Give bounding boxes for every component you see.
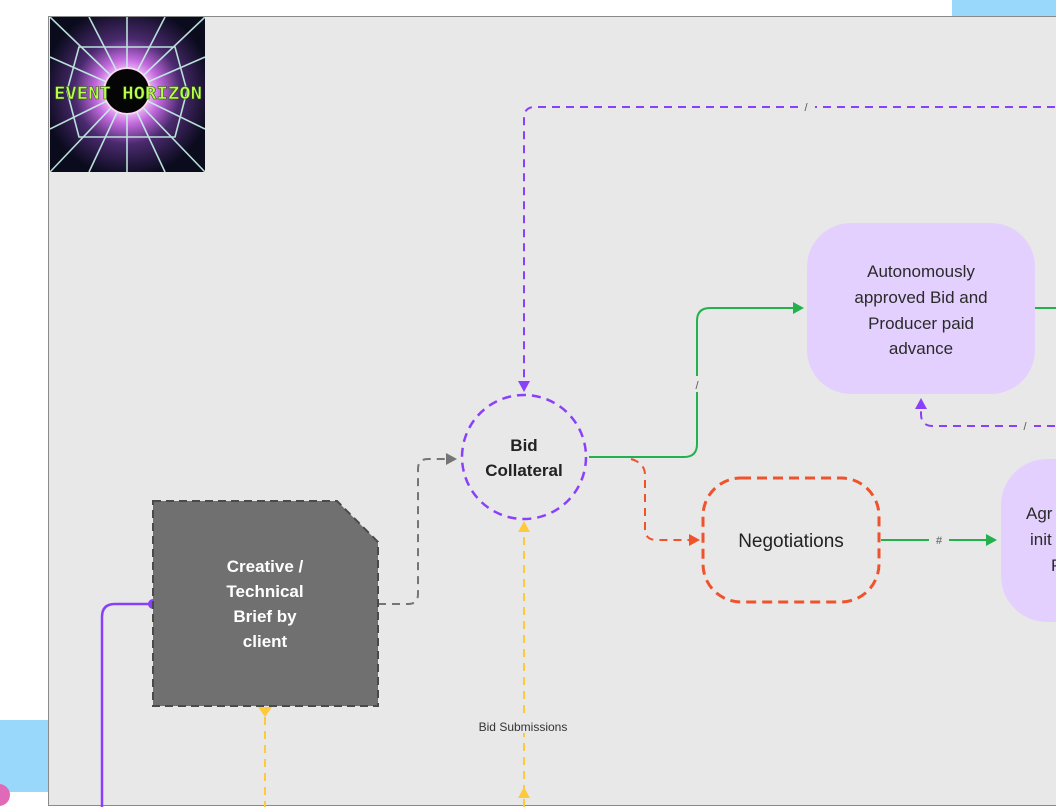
edge-bid-submissions: Bid Submissions [479,521,568,807]
node-autonomous-line1: Autonomously [867,262,975,281]
node-agreement-line3: P [1051,556,1056,575]
background-accent-top [952,0,1056,16]
node-bid-collateral-line2: Collateral [485,461,562,480]
node-agreement-line1: Agr [1026,504,1053,523]
flowchart: EVENT HORIZON / / / # [49,17,1056,807]
node-autonomous-line2: approved Bid and [854,288,987,307]
diagram-canvas: EVENT HORIZON / / / # [48,16,1056,807]
edge-label-bid-submissions: Bid Submissions [479,720,568,734]
edge-top-loop: / [518,102,1056,392]
node-autonomous-line3: Producer paid [868,314,974,333]
node-creative-brief-line2: Technical [226,582,303,601]
node-autonomous-line4: advance [889,339,953,358]
edge-label-return-loop: / [1023,421,1027,433]
edge-into-brief [100,599,158,807]
edge-label-negotiation-to-agreement: # [936,535,943,547]
node-creative-brief-line4: client [243,632,288,651]
background-accent-left [0,720,49,792]
node-bid-collateral[interactable]: Bid Collateral [460,393,588,521]
node-creative-brief[interactable]: Creative / Technical Brief by client [152,500,379,707]
edge-to-autonomous: / [589,302,804,458]
edge-brief-down [258,707,272,807]
node-negotiations[interactable]: Negotiations [701,476,881,604]
edge-return-loop: / [915,398,1056,433]
node-creative-brief-line3: Brief by [233,607,297,626]
edge-label-top-loop: / [804,102,808,114]
edge-brief-to-bid [378,453,457,605]
event-horizon-logo: EVENT HORIZON [49,17,206,173]
edge-to-negotiations [630,458,700,546]
node-negotiations-label: Negotiations [738,531,844,552]
node-autonomous-approval[interactable]: Autonomously approved Bid and Producer p… [807,223,1035,394]
node-agreement[interactable]: Agr init P [1001,459,1056,622]
node-creative-brief-line1: Creative / [227,557,304,576]
node-agreement-line2: init [1030,530,1052,549]
logo-text: EVENT HORIZON [54,84,202,104]
edge-negotiation-to-agreement: # [881,534,997,547]
node-bid-collateral-line1: Bid [510,436,537,455]
edge-label-to-autonomous: / [695,380,699,392]
